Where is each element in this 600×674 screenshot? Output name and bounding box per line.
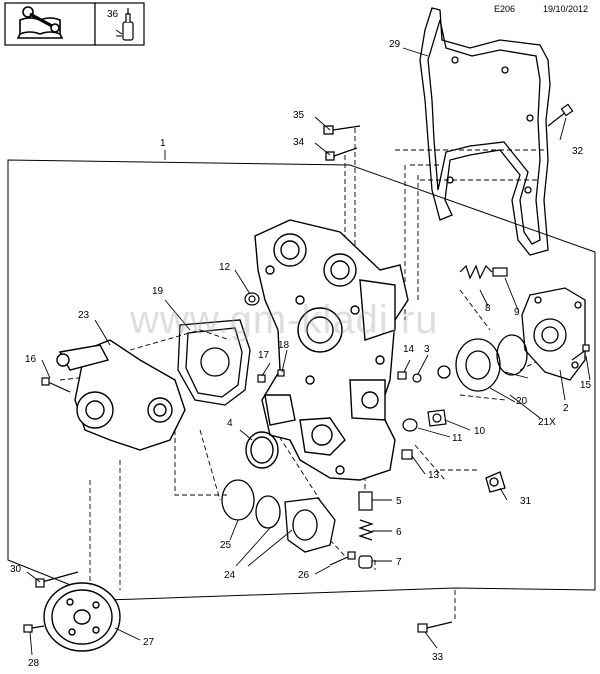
callout-30: 30 — [10, 564, 22, 575]
callout-31: 31 — [520, 496, 532, 507]
callout-28: 28 — [28, 658, 40, 669]
callout-19: 19 — [152, 286, 164, 297]
diagram-code: E206 — [494, 4, 515, 14]
wrench-book-icon — [16, 6, 64, 39]
crank-seal-4 — [245, 431, 279, 469]
thermostat-assembly — [221, 479, 336, 553]
callout-25: 25 — [220, 540, 232, 551]
callout-7: 7 — [396, 557, 402, 568]
callout-32: 32 — [572, 146, 584, 157]
callout-21x: 21X — [538, 417, 556, 428]
callout-24: 24 — [224, 570, 236, 581]
callout-26: 26 — [298, 570, 310, 581]
bolt-26 — [329, 551, 356, 566]
callout-4: 4 — [227, 418, 233, 429]
bolt-33 — [417, 621, 453, 633]
bolt-34 — [325, 147, 358, 161]
callout-17: 17 — [258, 350, 270, 361]
front-cover-housing — [254, 219, 409, 481]
oil-pump-cover — [521, 287, 586, 381]
callout-2: 2 — [563, 403, 569, 414]
bolt-16 — [41, 377, 71, 393]
valve-stack — [358, 491, 374, 569]
bolt-30 — [35, 571, 79, 588]
callout-10: 10 — [474, 426, 486, 437]
diagram-date: 19/10/2012 — [543, 4, 588, 14]
dowel-sleeve-12 — [244, 292, 260, 306]
relief-spring — [459, 264, 508, 280]
assembly-boundary-1 — [7, 159, 596, 601]
callout-18: 18 — [278, 340, 290, 351]
callout-labels: 1 2 3 4 5 6 7 8 9 10 11 12 13 14 15 16 1… — [10, 39, 592, 669]
tool-icon-box — [4, 2, 96, 46]
stud-17-18 — [257, 369, 285, 383]
callout-16: 16 — [25, 354, 37, 365]
callout-27: 27 — [143, 637, 155, 648]
service-item-label: 36 — [107, 9, 119, 20]
service-part-box: 36 — [94, 2, 145, 46]
bolt-15 — [571, 344, 590, 361]
sealant-tube-icon — [115, 8, 134, 41]
bolt-28 — [23, 624, 45, 633]
bolt-32 — [547, 103, 574, 127]
rotor-housing — [437, 334, 528, 392]
callout-12: 12 — [219, 262, 231, 273]
callout-1: 1 — [160, 138, 166, 149]
water-pump-gasket — [177, 319, 251, 406]
callout-20: 20 — [516, 396, 528, 407]
bolt-35 — [323, 125, 361, 135]
water-pump-pulley — [43, 582, 121, 652]
callout-13: 13 — [428, 470, 440, 481]
callout-9: 9 — [514, 307, 520, 318]
callout-23: 23 — [78, 310, 90, 321]
oil-pressure-plug — [401, 409, 447, 460]
callout-11: 11 — [452, 433, 463, 444]
timing-cover-gasket — [419, 7, 551, 256]
callout-35: 35 — [293, 110, 305, 121]
watermark: www.gm-kladi.ru — [130, 298, 439, 342]
callout-15: 15 — [580, 380, 592, 391]
plug-3-14 — [397, 371, 422, 383]
callout-5: 5 — [396, 496, 402, 507]
callout-34: 34 — [293, 137, 305, 148]
callout-29: 29 — [389, 39, 401, 50]
callout-3: 3 — [424, 344, 430, 355]
water-pump-housing — [56, 339, 186, 451]
cap-31 — [485, 471, 506, 493]
callout-6: 6 — [396, 527, 402, 538]
callout-8: 8 — [485, 303, 491, 314]
callout-leaders — [26, 47, 591, 656]
callout-14: 14 — [403, 344, 415, 355]
callout-33: 33 — [432, 652, 444, 663]
